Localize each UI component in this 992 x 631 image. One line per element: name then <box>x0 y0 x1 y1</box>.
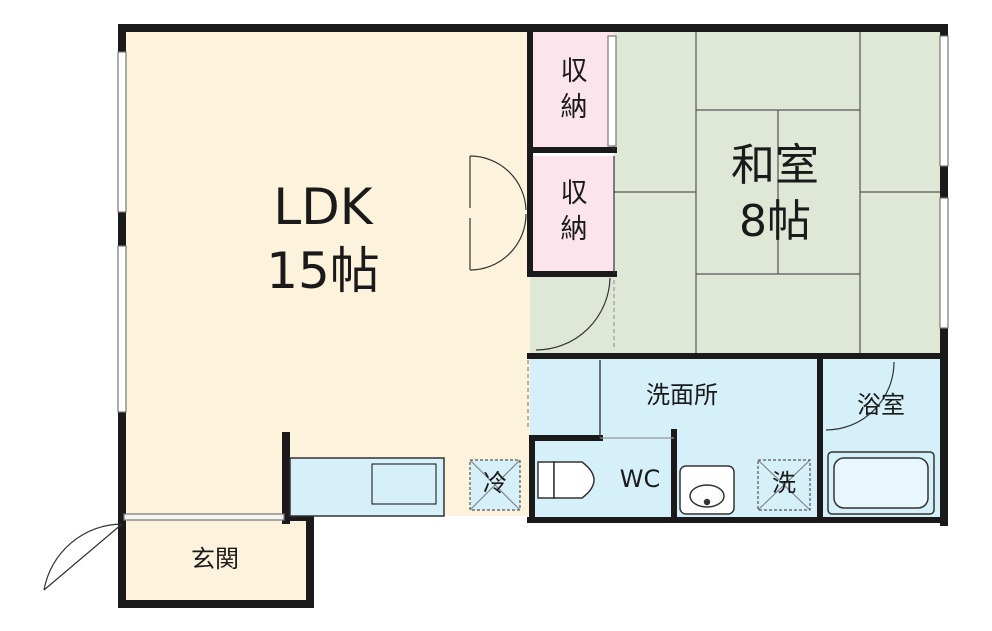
washitsu-size: 8帖 <box>739 196 811 247</box>
wc-name: WC <box>619 465 661 493</box>
senmenjo-name: 洗面所 <box>646 381 718 409</box>
ldk-name: LDK <box>273 178 373 236</box>
genkan-name: 玄関 <box>191 545 239 573</box>
tatami-lines <box>614 32 942 356</box>
fridge-cross <box>469 459 521 511</box>
storage-1-floor <box>530 32 614 150</box>
kitchen-counter <box>289 457 445 517</box>
washitsu-name: 和室 <box>731 140 819 191</box>
fridge-label: 冷 <box>483 469 507 497</box>
doors <box>43 155 895 591</box>
yokushitsu-name: 浴室 <box>857 391 905 419</box>
storage-2-char-2: 納 <box>560 214 588 245</box>
storage-1-char-2: 納 <box>560 92 588 123</box>
closet-floor <box>530 274 614 356</box>
washbasin-icon <box>679 465 735 515</box>
toilet-icon <box>537 461 595 499</box>
bathtub-icon <box>827 451 935 515</box>
windows <box>117 35 949 521</box>
storage-1-char-1: 収 <box>560 56 588 87</box>
storage-2-floor <box>530 156 614 274</box>
ldk-size: 15帖 <box>266 242 380 300</box>
genkan-floor <box>124 518 308 602</box>
washer-cross <box>757 459 811 511</box>
washer-label: 洗 <box>772 469 796 497</box>
ldk-floor <box>124 32 530 516</box>
storage-2-char-1: 収 <box>560 178 588 209</box>
